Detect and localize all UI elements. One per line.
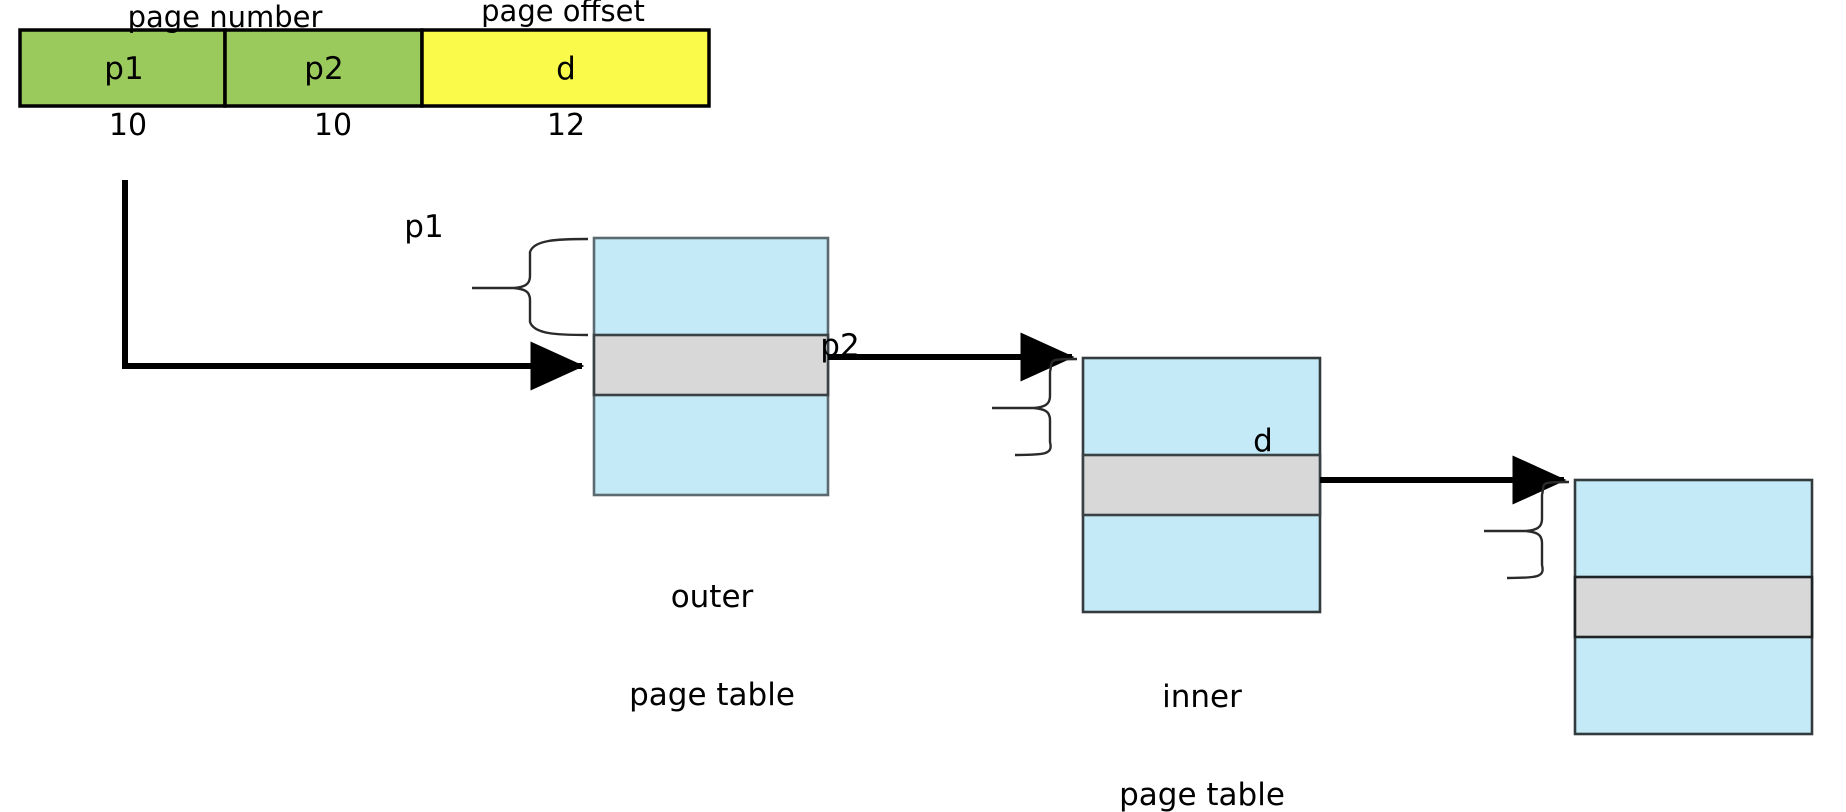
caption-line: inner bbox=[1162, 679, 1242, 716]
arrow-p1-to-outer-table bbox=[122, 180, 585, 391]
caption-line: program page bbox=[1583, 805, 1803, 812]
inner-page-table bbox=[1081, 356, 1322, 614]
brace-label-p1: p1 bbox=[404, 209, 444, 245]
address-field-bits-p1: 10 bbox=[108, 108, 148, 143]
brace-p2 bbox=[992, 357, 1078, 457]
program-page-entry bbox=[1573, 575, 1814, 639]
address-field-d bbox=[420, 28, 711, 108]
address-field-p2 bbox=[223, 28, 424, 108]
outer-page-table bbox=[592, 236, 830, 497]
address-field-p1 bbox=[18, 28, 227, 108]
address-header-page-number: page number bbox=[127, 0, 323, 34]
address-field-bits-p2: 10 bbox=[313, 108, 353, 143]
address-field-label-p2: p2 bbox=[304, 51, 344, 87]
brace-d bbox=[1484, 480, 1570, 580]
virtual-address-boxes bbox=[18, 28, 711, 108]
caption-line: page table bbox=[629, 676, 795, 713]
brace-label-p2: p2 bbox=[820, 328, 860, 364]
address-field-label-p1: p1 bbox=[104, 51, 144, 87]
caption-outer-page-table: outer page table bbox=[629, 516, 795, 776]
address-field-bits-d: 12 bbox=[546, 108, 586, 143]
brace-label-d: d bbox=[1253, 423, 1273, 459]
address-header-page-offset: page offset bbox=[481, 0, 645, 28]
inner-page-table-entry bbox=[1081, 453, 1322, 517]
caption-line: outer bbox=[670, 579, 754, 616]
outer-page-table-entry bbox=[592, 333, 830, 397]
caption-line: page table bbox=[1119, 776, 1285, 812]
caption-inner-page-table: inner page table bbox=[1119, 616, 1285, 812]
program-page bbox=[1573, 478, 1814, 736]
caption-program-page: program page bbox=[1583, 740, 1803, 812]
address-field-label-d: d bbox=[556, 51, 576, 87]
brace-p1 bbox=[472, 237, 589, 337]
